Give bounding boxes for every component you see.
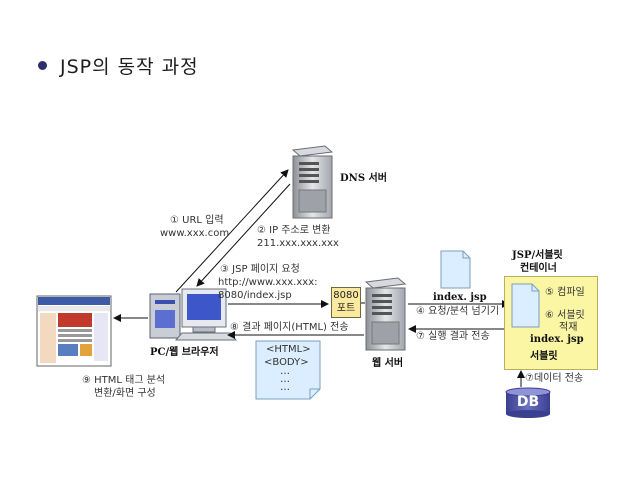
servlet-label: 서블릿 xyxy=(530,351,558,362)
flow-arrows xyxy=(113,169,525,387)
url-example-label: www.xxx.com xyxy=(160,228,230,239)
dns-server-label: DNS 서버 xyxy=(340,173,387,184)
container-jsp-document-icon xyxy=(511,283,540,328)
port-8080-box: 8080 포트 xyxy=(331,287,361,318)
send-result-label: ⑦ 실행 결과 전송 xyxy=(416,331,490,342)
pass-request-label: ④ 요청/분석 넘기기 xyxy=(416,306,500,317)
db-label: DB xyxy=(516,394,540,410)
servlet-load-line2: 적재 xyxy=(559,322,578,333)
index-jsp-top-label: index. jsp xyxy=(433,292,487,303)
jsp-document-icon xyxy=(440,250,471,289)
port-word: 포트 xyxy=(336,303,356,314)
jsp-url-line2: 8080/index.jsp xyxy=(218,290,292,301)
index-jsp-container-label: index. jsp xyxy=(530,334,584,345)
dns-server-icon xyxy=(291,145,334,219)
container-title-line2: 컨테이너 xyxy=(520,263,557,274)
browser-screen-icon xyxy=(36,295,112,367)
servlet-load-line1: ⑥ 서블릿 xyxy=(545,310,585,321)
arrow-url-input xyxy=(175,169,289,293)
ip-convert-label: ② IP 주소로 변환 xyxy=(257,225,331,236)
html-parse-line1: ⑨ HTML 태그 분석 xyxy=(82,375,166,386)
html-tag-label: <HTML> xyxy=(266,344,311,355)
pc-browser-label: PC/웹 브라우저 xyxy=(150,347,219,358)
dots-line3: … xyxy=(280,382,290,393)
dots-line2: … xyxy=(280,374,290,385)
ip-example-label: 211.xxx.xxx.xxx xyxy=(257,238,339,249)
port-number: 8080 xyxy=(333,290,359,301)
arrow-ip-convert xyxy=(196,183,291,287)
page-title: JSP의 동작 과정 xyxy=(60,56,199,78)
pc-computer-icon xyxy=(149,288,238,341)
data-send-label: ⑦데이터 전송 xyxy=(525,373,584,384)
web-server-label: 웹 서버 xyxy=(372,358,404,369)
title-bullet xyxy=(38,61,47,70)
database-icon xyxy=(505,387,551,418)
body-tag-label: <BODY> xyxy=(264,357,309,368)
web-server-icon xyxy=(364,277,407,351)
dots-line1: … xyxy=(280,366,290,377)
container-title-line1: JSP/서블릿 xyxy=(512,250,563,261)
jsp-url-line1: http://www.xxx.xxx: xyxy=(218,277,318,288)
url-input-label: ① URL 입력 xyxy=(170,215,224,226)
compile-label: ⑤ 컴파일 xyxy=(545,287,585,298)
html-document-icon xyxy=(255,340,321,400)
send-page-label: ⑧ 결과 페이지(HTML) 전송 xyxy=(230,322,349,333)
html-parse-line2: 변환/화면 구성 xyxy=(94,388,156,399)
jsp-request-label: ③ JSP 페이지 요청 xyxy=(220,264,300,275)
